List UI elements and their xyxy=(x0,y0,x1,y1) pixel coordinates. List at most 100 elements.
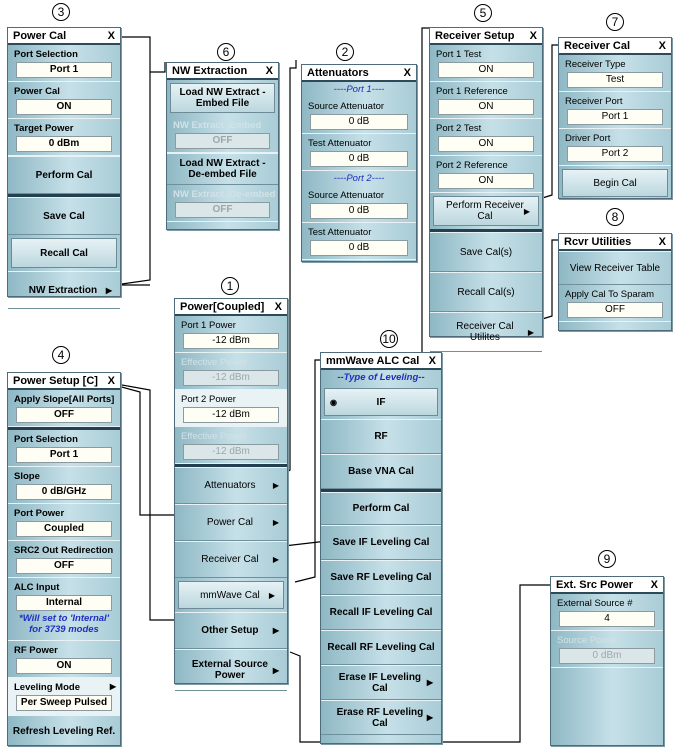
load-deembed-button[interactable]: Load NW Extract - De-embed File xyxy=(167,153,278,185)
field-label: Port Selection xyxy=(14,434,78,445)
right-arrow-icon: ▶ xyxy=(527,327,534,337)
field-label: Target Power xyxy=(14,123,74,134)
recall-cals-button[interactable]: Recall Cal(s) xyxy=(430,272,542,312)
alc-input-field[interactable]: Internal xyxy=(16,595,112,611)
apply-cal-toggle[interactable]: OFF xyxy=(567,302,663,318)
port2-reference-toggle[interactable]: ON xyxy=(438,173,534,189)
power-coupled-titlebar: Power[Coupled]X xyxy=(175,299,287,316)
right-arrow-icon: ▶ xyxy=(272,626,279,635)
close-button[interactable]: X xyxy=(265,64,273,77)
port2-power-field[interactable]: -12 dBm xyxy=(183,407,279,423)
target-power-group: Target Power 0 dBm xyxy=(8,119,120,156)
src2-redirection-toggle[interactable]: OFF xyxy=(16,558,112,574)
attenuators-button[interactable]: Attenuators ▶ xyxy=(175,467,287,504)
apply-slope-toggle[interactable]: OFF xyxy=(16,407,112,423)
save-rf-button[interactable]: Save RF Leveling Cal xyxy=(321,560,441,595)
erase-rf-button[interactable]: Erase RF Leveling Cal▶ xyxy=(321,700,441,735)
button-label: Attenuators xyxy=(204,480,256,491)
port-selection-field[interactable]: Port 1 xyxy=(16,447,112,463)
receiver-type-field[interactable]: Test xyxy=(567,72,663,88)
deembed-toggle[interactable]: OFF xyxy=(175,202,270,218)
perform-receiver-cal-button[interactable]: Perform Receiver Cal▶ xyxy=(433,196,539,226)
nw-extraction-button[interactable]: NW Extraction▶ xyxy=(8,271,120,309)
test-attenuator-2-field[interactable]: 0 dB xyxy=(310,240,408,256)
recall-if-button[interactable]: Recall IF Leveling Cal xyxy=(321,595,441,630)
close-button[interactable]: X xyxy=(403,66,411,79)
separator xyxy=(8,194,120,197)
port1-power-field[interactable]: -12 dBm xyxy=(183,333,279,349)
save-if-button[interactable]: Save IF Leveling Cal xyxy=(321,525,441,560)
erase-if-button[interactable]: Erase IF Leveling Cal▶ xyxy=(321,665,441,700)
close-button[interactable]: X xyxy=(107,374,115,387)
save-cals-button[interactable]: Save Cal(s) xyxy=(430,232,542,272)
receiver-cal-utilities-button[interactable]: Receiver Cal Utilites▶ xyxy=(430,312,542,352)
field-label: SRC2 Out Redirection xyxy=(14,545,114,556)
port-power-field[interactable]: Coupled xyxy=(16,521,112,537)
button-label: Other Setup xyxy=(201,625,259,636)
recall-rf-button[interactable]: Recall RF Leveling Cal xyxy=(321,630,441,665)
port-selection-field[interactable]: Port 1 xyxy=(16,62,112,78)
separator xyxy=(321,489,441,492)
leveling-rf-option[interactable]: RF xyxy=(321,419,441,454)
base-vna-cal-option[interactable]: Base VNA Cal xyxy=(321,454,441,489)
external-source-number-field[interactable]: 4 xyxy=(559,611,655,627)
callout-8: 8 xyxy=(606,208,624,226)
save-cal-button[interactable]: Save Cal xyxy=(8,197,120,235)
driver-port-field[interactable]: Port 2 xyxy=(567,146,663,162)
close-button[interactable]: X xyxy=(274,300,282,313)
close-button[interactable]: X xyxy=(658,235,666,248)
close-button[interactable]: X xyxy=(428,354,436,367)
power-cal-button[interactable]: Power Cal▶ xyxy=(175,504,287,541)
port2-test-toggle[interactable]: ON xyxy=(438,136,534,152)
port1-reference-toggle[interactable]: ON xyxy=(438,99,534,115)
load-embed-button[interactable]: Load NW Extract - Embed File xyxy=(170,83,275,113)
target-power-field[interactable]: 0 dBm xyxy=(16,136,112,152)
leveling-if-option[interactable]: ◉IF xyxy=(324,388,438,416)
rf-power-toggle[interactable]: ON xyxy=(16,658,112,674)
callout-2: 2 xyxy=(336,43,354,61)
callout-1: 1 xyxy=(221,277,239,295)
refresh-leveling-button[interactable]: Refresh Leveling Ref. xyxy=(8,715,120,747)
test-attenuator-1-field[interactable]: 0 dB xyxy=(310,151,408,167)
panel-title: Power Setup [C] xyxy=(13,374,98,387)
field-label: Test Attenuator xyxy=(308,138,372,149)
port1-test-toggle[interactable]: ON xyxy=(438,62,534,78)
mmwave-cal-button[interactable]: mmWave Cal▶ xyxy=(178,581,284,609)
embed-toggle[interactable]: OFF xyxy=(175,133,270,149)
begin-cal-button[interactable]: Begin Cal xyxy=(562,169,668,197)
view-receiver-table-button[interactable]: View Receiver Table xyxy=(559,251,671,285)
power-cal-toggle[interactable]: ON xyxy=(16,99,112,115)
other-setup-button[interactable]: Other Setup ▶ xyxy=(175,612,287,649)
leveling-mode-group[interactable]: Leveling Mode▶Per Sweep Pulsed xyxy=(8,678,120,715)
receiver-cal-button[interactable]: Receiver Cal▶ xyxy=(175,541,287,578)
right-arrow-icon: ▶ xyxy=(268,590,275,600)
external-source-power-button[interactable]: External Source Power▶ xyxy=(175,649,287,691)
close-button[interactable]: X xyxy=(107,29,115,42)
right-arrow-icon: ▶ xyxy=(523,206,530,216)
receiver-port-field[interactable]: Port 1 xyxy=(567,109,663,125)
callout-9: 9 xyxy=(598,550,616,568)
perform-cal-button[interactable]: Perform Cal xyxy=(321,492,441,525)
perform-cal-button[interactable]: Perform Cal xyxy=(8,156,120,194)
source-attenuator-2-field[interactable]: 0 dB xyxy=(310,203,408,219)
recall-cal-button[interactable]: Recall Cal xyxy=(11,238,117,268)
source-attenuator-1-field[interactable]: 0 dB xyxy=(310,114,408,130)
panel-title: Receiver Setup xyxy=(435,29,515,42)
leveling-mode-field[interactable]: Per Sweep Pulsed xyxy=(16,695,112,711)
slope-field[interactable]: 0 dB/GHz xyxy=(16,484,112,500)
source-power-field: 0 dBm xyxy=(559,648,655,664)
wire-nwext-stub xyxy=(150,62,166,73)
right-arrow-icon: ▶ xyxy=(272,481,279,490)
close-button[interactable]: X xyxy=(650,578,658,591)
close-button[interactable]: X xyxy=(529,29,537,42)
wire-mmwave xyxy=(294,359,320,583)
receiver-setup-titlebar: Receiver Setup X xyxy=(430,28,542,45)
close-button[interactable]: X xyxy=(658,39,666,52)
